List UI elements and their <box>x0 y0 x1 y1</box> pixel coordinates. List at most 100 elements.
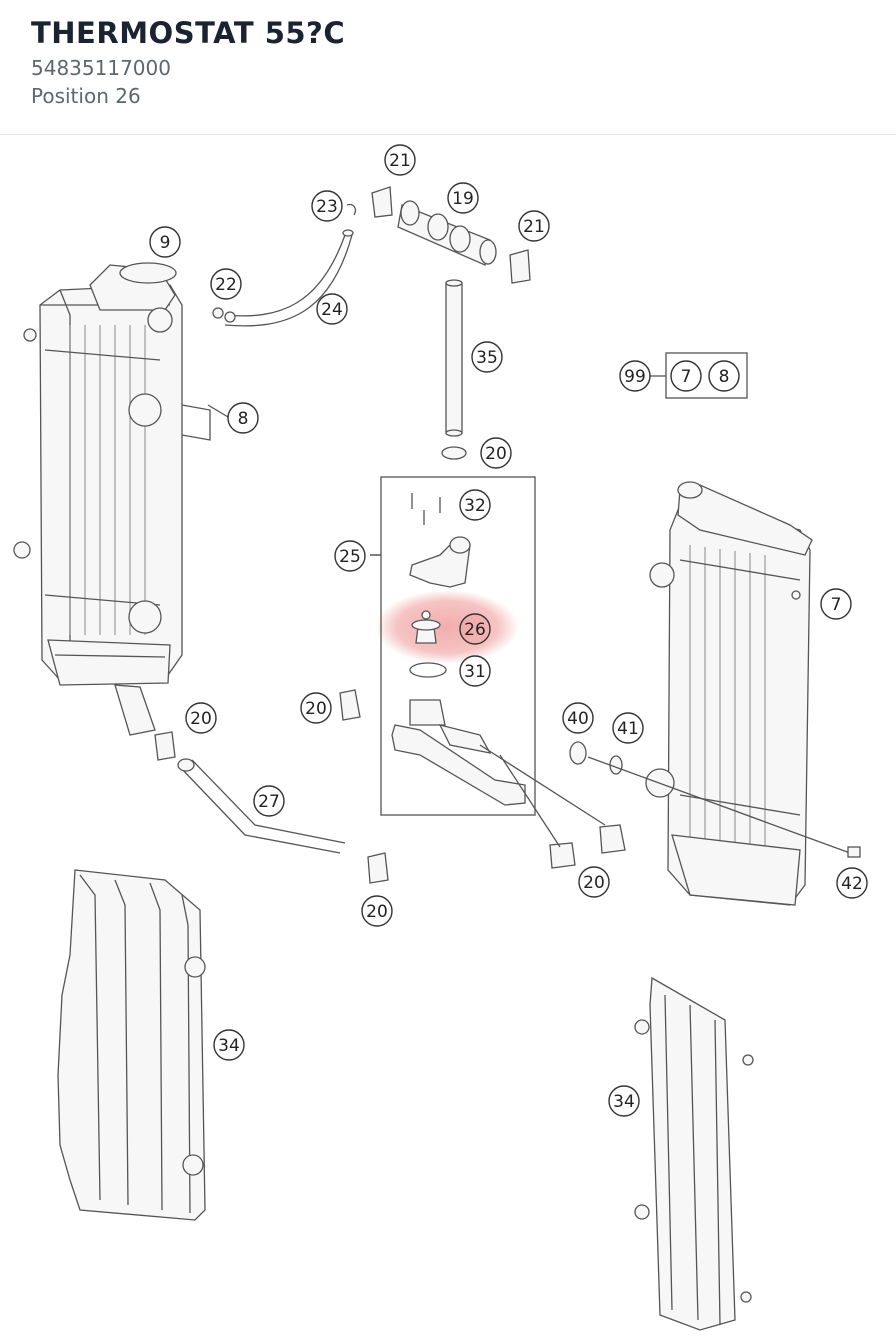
left-radiator[interactable] <box>13 262 211 736</box>
callout-circle <box>518 210 550 242</box>
callout-label: 7 <box>831 595 842 615</box>
callout-circle <box>608 1085 640 1117</box>
thermostat-26[interactable] <box>411 610 441 644</box>
lower-clamps[interactable] <box>479 744 626 869</box>
callout-40[interactable]: 40 <box>562 702 594 734</box>
callout-circle <box>316 293 348 325</box>
upper-hose[interactable] <box>212 203 357 327</box>
callout-label: 20 <box>366 902 388 922</box>
thermostat-housing-box <box>370 476 536 816</box>
callout-circle <box>480 437 512 469</box>
callout-label: 26 <box>464 620 486 640</box>
callout-9[interactable]: 9 <box>149 226 181 258</box>
callout-24[interactable]: 24 <box>316 293 348 325</box>
callout-26[interactable]: 26 <box>459 613 491 645</box>
callout-circle <box>361 895 393 927</box>
callout-circle <box>311 190 343 222</box>
callout-31[interactable]: 31 <box>459 655 491 687</box>
callout-20[interactable]: 20 <box>300 692 332 724</box>
callout-21[interactable]: 21 <box>384 144 416 176</box>
callout-label: 19 <box>452 189 474 209</box>
callout-label: 21 <box>523 217 545 237</box>
highlight-glow <box>375 590 519 664</box>
callout-label: 25 <box>339 547 361 567</box>
exploded-parts-diagram: 21 23 19 21 9 22 24 35 99 7 8 8 20 32 25 26 31 7 20 20 40 41 2… <box>0 135 896 1335</box>
callouts: 21 23 19 21 9 22 24 35 99 7 8 8 20 32 25 26 31 7 20 20 40 41 2… <box>149 144 868 1117</box>
position-label: Position 26 <box>31 84 141 108</box>
page-title: THERMOSTAT 55?C <box>31 16 346 50</box>
callout-circle <box>578 866 610 898</box>
callout-label: 20 <box>583 873 605 893</box>
callout-42[interactable]: 42 <box>836 867 868 899</box>
upper-connector-hose[interactable] <box>371 186 531 284</box>
callout-label: 20 <box>305 699 327 719</box>
callout-circle <box>210 268 242 300</box>
callout-label: 8 <box>719 367 730 387</box>
callout-circle <box>471 341 503 373</box>
callout-circle <box>185 702 217 734</box>
callout-8[interactable]: 8 <box>708 360 740 392</box>
callout-label: 99 <box>624 367 646 387</box>
callout-8[interactable]: 8 <box>227 402 259 434</box>
callout-label: 8 <box>238 409 249 429</box>
callout-circle <box>447 182 479 214</box>
bolt-and-washers[interactable] <box>569 741 861 858</box>
pipe-35[interactable] <box>441 279 467 460</box>
part-number: 54835117000 <box>31 56 171 80</box>
callout-circle <box>619 360 651 392</box>
callout-32[interactable]: 32 <box>459 489 491 521</box>
callout-label: 35 <box>476 348 498 368</box>
callout-label: 34 <box>218 1036 240 1056</box>
callout-20[interactable]: 20 <box>578 866 610 898</box>
callout-25[interactable]: 25 <box>334 540 366 572</box>
callout-circle <box>670 360 702 392</box>
callout-35[interactable]: 35 <box>471 341 503 373</box>
callout-circle <box>253 785 285 817</box>
callout-circle <box>562 702 594 734</box>
callout-circle <box>820 588 852 620</box>
right-shroud[interactable] <box>634 976 754 1331</box>
callout-circle <box>300 692 332 724</box>
callout-label: 32 <box>464 496 486 516</box>
callout-label: 20 <box>485 444 507 464</box>
callout-20[interactable]: 20 <box>361 895 393 927</box>
page-header: THERMOSTAT 55?C 54835117000 Position 26 <box>0 0 896 135</box>
callout-label: 42 <box>841 874 863 894</box>
callout-circle <box>384 144 416 176</box>
callout-label: 24 <box>321 300 343 320</box>
callout-label: 9 <box>160 233 171 253</box>
callout-22[interactable]: 22 <box>210 268 242 300</box>
callout-19[interactable]: 19 <box>447 182 479 214</box>
callout-circle <box>459 489 491 521</box>
callout-label: 7 <box>681 367 692 387</box>
callout-21[interactable]: 21 <box>518 210 550 242</box>
callout-23[interactable]: 23 <box>311 190 343 222</box>
callout-circle <box>334 540 366 572</box>
callout-circle <box>836 867 868 899</box>
callout-41[interactable]: 41 <box>612 712 644 744</box>
callout-circle <box>459 613 491 645</box>
callout-circle <box>708 360 740 392</box>
callout-34[interactable]: 34 <box>608 1085 640 1117</box>
callout-7[interactable]: 7 <box>820 588 852 620</box>
leader-lines <box>207 404 381 556</box>
right-radiator[interactable] <box>645 481 813 906</box>
callout-label: 40 <box>567 709 589 729</box>
callout-7[interactable]: 7 <box>670 360 702 392</box>
callout-27[interactable]: 27 <box>253 785 285 817</box>
callout-34[interactable]: 34 <box>213 1029 245 1061</box>
lower-hose-27[interactable] <box>154 689 389 884</box>
callout-20[interactable]: 20 <box>480 437 512 469</box>
callout-label: 22 <box>215 275 237 295</box>
callout-circle <box>213 1029 245 1061</box>
callout-circle <box>149 226 181 258</box>
callout-label: 23 <box>316 197 338 217</box>
callout-label: 34 <box>613 1092 635 1112</box>
callout-circle <box>227 402 259 434</box>
callout-label: 27 <box>258 792 280 812</box>
callout-label: 20 <box>190 709 212 729</box>
callout-label: 31 <box>464 662 486 682</box>
callout-99[interactable]: 99 <box>619 360 651 392</box>
callout-20[interactable]: 20 <box>185 702 217 734</box>
left-shroud[interactable] <box>57 869 206 1221</box>
